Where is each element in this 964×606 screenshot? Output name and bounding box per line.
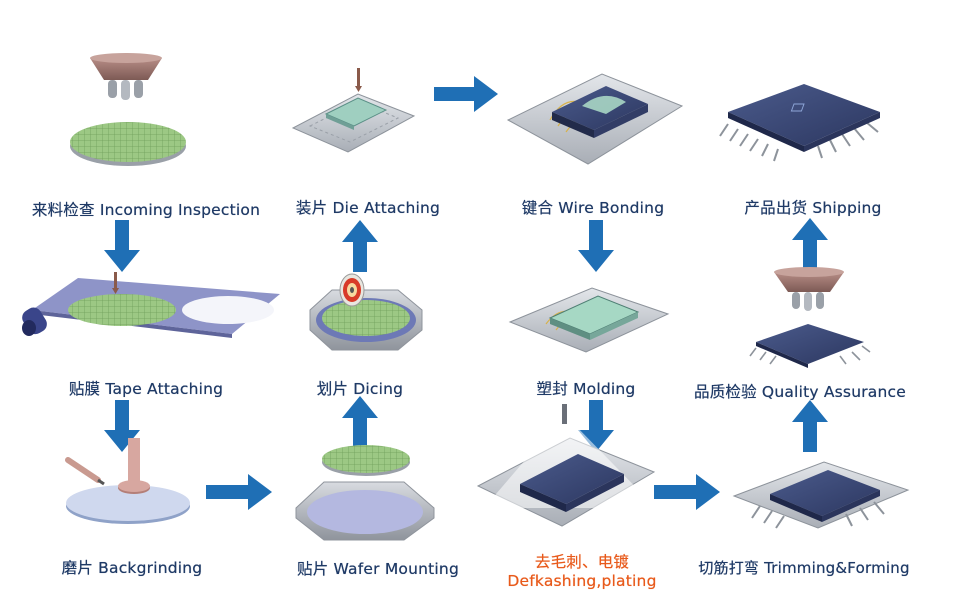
quality-assurance-illustration — [749, 267, 871, 368]
tape-roll-icon — [22, 307, 47, 336]
saw-blade-icon — [339, 273, 365, 307]
chip-icon — [548, 295, 640, 340]
flow-arrow-icon — [342, 220, 378, 272]
step-label-incoming-inspection: 来料检查 Incoming Inspection — [31, 201, 261, 219]
backgrinding-illustration — [65, 438, 190, 524]
flow-arrow-icon — [206, 474, 272, 510]
incoming-inspection-illustration — [70, 53, 186, 166]
die-attaching-illustration — [291, 68, 416, 153]
chip-icon — [552, 86, 648, 138]
step-label-wire-bonding: 键合 Wire Bonding — [521, 199, 665, 217]
step-label-die-attaching: 装片 Die Attaching — [295, 199, 441, 217]
vacuum-head-icon — [90, 53, 162, 100]
flow-arrow-icon — [342, 396, 378, 448]
trimming-forming-illustration — [732, 461, 910, 529]
flow-arrow-icon — [578, 220, 614, 272]
brush-icon — [65, 457, 105, 486]
wafer-mounting-illustration — [295, 445, 435, 541]
chip-icon — [520, 454, 624, 512]
step-label-dicing: 划片 Dicing — [316, 380, 404, 398]
flow-arrow-icon — [792, 218, 828, 270]
dispense-pin-icon — [112, 272, 119, 294]
flow-arrow-icon — [434, 76, 498, 112]
wire-bonding-illustration — [506, 73, 684, 165]
flow-arrow-icon — [104, 220, 140, 272]
flow-arrow-icon — [792, 400, 828, 452]
dicing-illustration — [309, 273, 423, 351]
molding-illustration — [508, 287, 670, 353]
wafer-icon — [322, 300, 410, 336]
chip-icon — [770, 470, 880, 522]
grinding-wheel-icon — [118, 438, 150, 494]
die-icon — [324, 97, 388, 130]
step-label-deflashing-en: Defkashing,plating — [507, 572, 657, 590]
wafer-icon — [68, 294, 176, 326]
wafer-icon — [70, 122, 186, 166]
step-label-shipping: 产品出货 Shipping — [744, 199, 882, 217]
step-label-wafer-mounting: 贴片 Wafer Mounting — [296, 560, 460, 578]
chip-icon — [719, 84, 880, 162]
step-label-molding: 塑封 Molding — [536, 380, 636, 398]
tape-attaching-illustration — [22, 272, 280, 338]
dispense-pin-icon — [355, 68, 362, 92]
step-label-deflashing-cn: 去毛刺、电镀 — [534, 553, 630, 571]
step-label-tape-attaching: 贴膜 Tape Attaching — [68, 380, 224, 398]
flow-arrow-icon — [654, 474, 720, 510]
vacuum-head-icon — [774, 267, 844, 311]
step-label-trimming-forming: 切筋打弯 Trimming&Forming — [698, 559, 910, 577]
chip-icon — [749, 324, 871, 368]
wafer-icon — [322, 445, 410, 473]
deflashing-plating-illustration — [476, 404, 656, 527]
step-label-backgrinding: 磨片 Backgrinding — [61, 559, 203, 577]
step-label-quality-assurance: 品质检验 Quality Assurance — [694, 383, 906, 401]
shipping-illustration — [719, 84, 880, 162]
